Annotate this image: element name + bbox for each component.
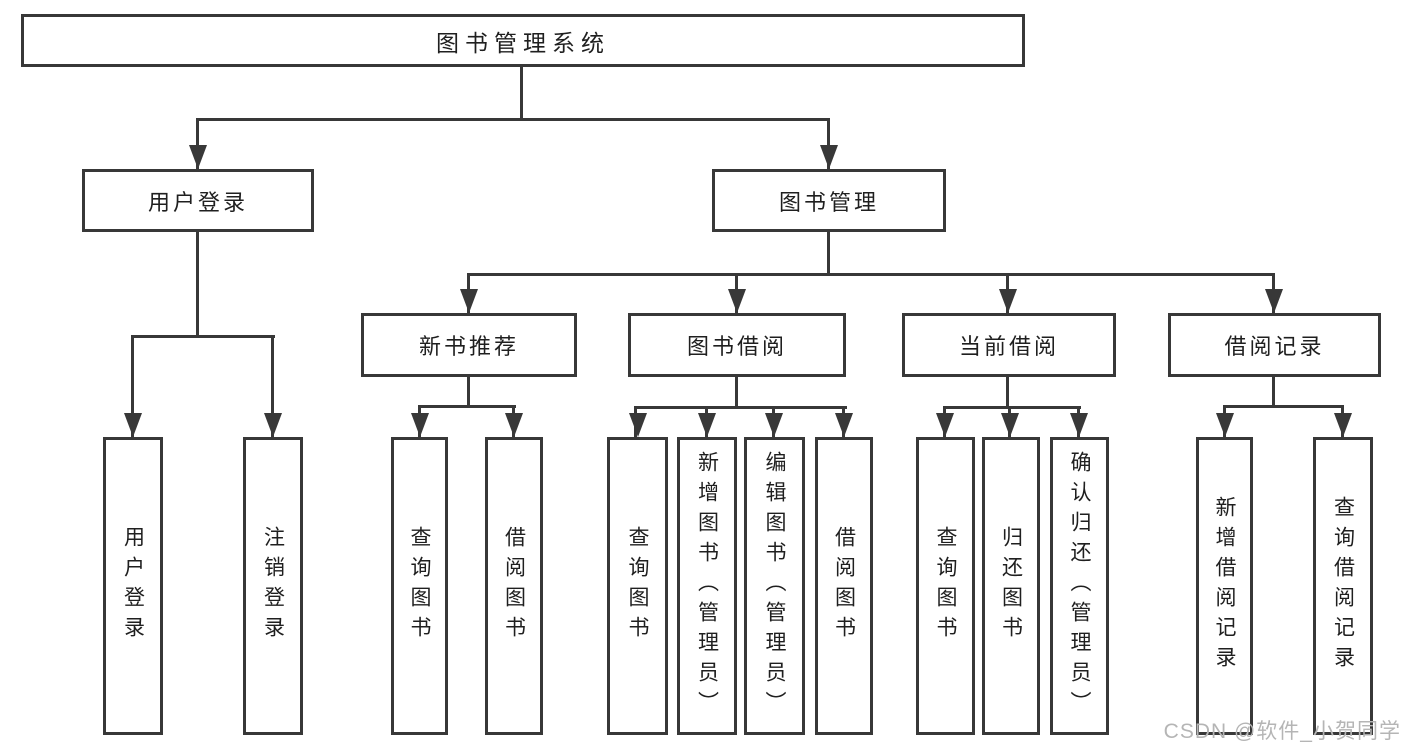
leaf-borrowing-edit-books-admin: 编辑图书（管理员） — [744, 437, 805, 735]
leaf-logout: 注销登录 — [243, 437, 303, 735]
watermark: CSDN @软件_小贺同学 — [1163, 720, 1401, 743]
node-current-borrowing: 当前借阅 — [902, 313, 1116, 377]
arrow-down — [411, 413, 429, 437]
connector-line — [634, 406, 847, 409]
leaf-current-confirm-return-admin: 确认归还（管理员） — [1050, 437, 1109, 735]
leaf-current-query-books: 查询图书 — [916, 437, 975, 735]
leaf-recommend-query-books: 查询图书 — [391, 437, 448, 735]
leaf-user-login: 用户登录 — [103, 437, 163, 735]
arrow-down — [189, 145, 207, 169]
arrow-down — [1216, 413, 1234, 437]
arrow-down — [1001, 413, 1019, 437]
leaf-current-return-books: 归还图书 — [982, 437, 1040, 735]
connector-line — [735, 377, 738, 407]
arrow-down — [820, 145, 838, 169]
arrow-down — [460, 289, 478, 313]
leaf-recommend-borrow-books: 借阅图书 — [485, 437, 543, 735]
connector-line — [467, 273, 1275, 276]
connector-line — [1272, 377, 1275, 407]
connector-line — [520, 65, 523, 120]
connector-line — [1006, 377, 1009, 408]
connector-line — [196, 118, 830, 121]
leaf-borrowing-query-books: 查询图书 — [607, 437, 668, 735]
arrow-down — [1334, 413, 1352, 437]
leaf-borrowing-add-books-admin: 新增图书（管理员） — [677, 437, 737, 735]
arrow-down — [936, 413, 954, 437]
node-book-management: 图书管理 — [712, 169, 946, 232]
node-borrowing-records: 借阅记录 — [1168, 313, 1381, 377]
connector-line — [196, 232, 199, 337]
leaf-borrowing-borrow-books: 借阅图书 — [815, 437, 873, 735]
arrow-down — [999, 289, 1017, 313]
connector-line — [418, 405, 516, 408]
connector-line — [196, 118, 199, 169]
arrow-down — [629, 413, 647, 437]
connector-line — [1223, 405, 1344, 408]
arrow-down — [124, 413, 142, 437]
connector-line — [131, 335, 134, 437]
node-user-login: 用户登录 — [82, 169, 314, 232]
arrow-down — [1070, 413, 1088, 437]
connector-line — [827, 232, 830, 276]
arrow-down — [1265, 289, 1283, 313]
arrow-down — [264, 413, 282, 437]
node-library-system: 图书管理系统 — [21, 14, 1025, 67]
leaf-records-add-record: 新增借阅记录 — [1196, 437, 1253, 735]
arrow-down — [698, 413, 716, 437]
connector-line — [827, 118, 830, 169]
node-new-book-recommendation: 新书推荐 — [361, 313, 577, 377]
leaf-records-query-record: 查询借阅记录 — [1313, 437, 1373, 735]
connector-line — [131, 335, 275, 338]
connector-line — [467, 377, 470, 407]
arrow-down — [728, 289, 746, 313]
arrow-down — [765, 413, 783, 437]
connector-line — [271, 335, 274, 437]
node-book-borrowing: 图书借阅 — [628, 313, 846, 377]
connector-line — [943, 406, 1081, 409]
arrow-down — [505, 413, 523, 437]
arrow-down — [835, 413, 853, 437]
